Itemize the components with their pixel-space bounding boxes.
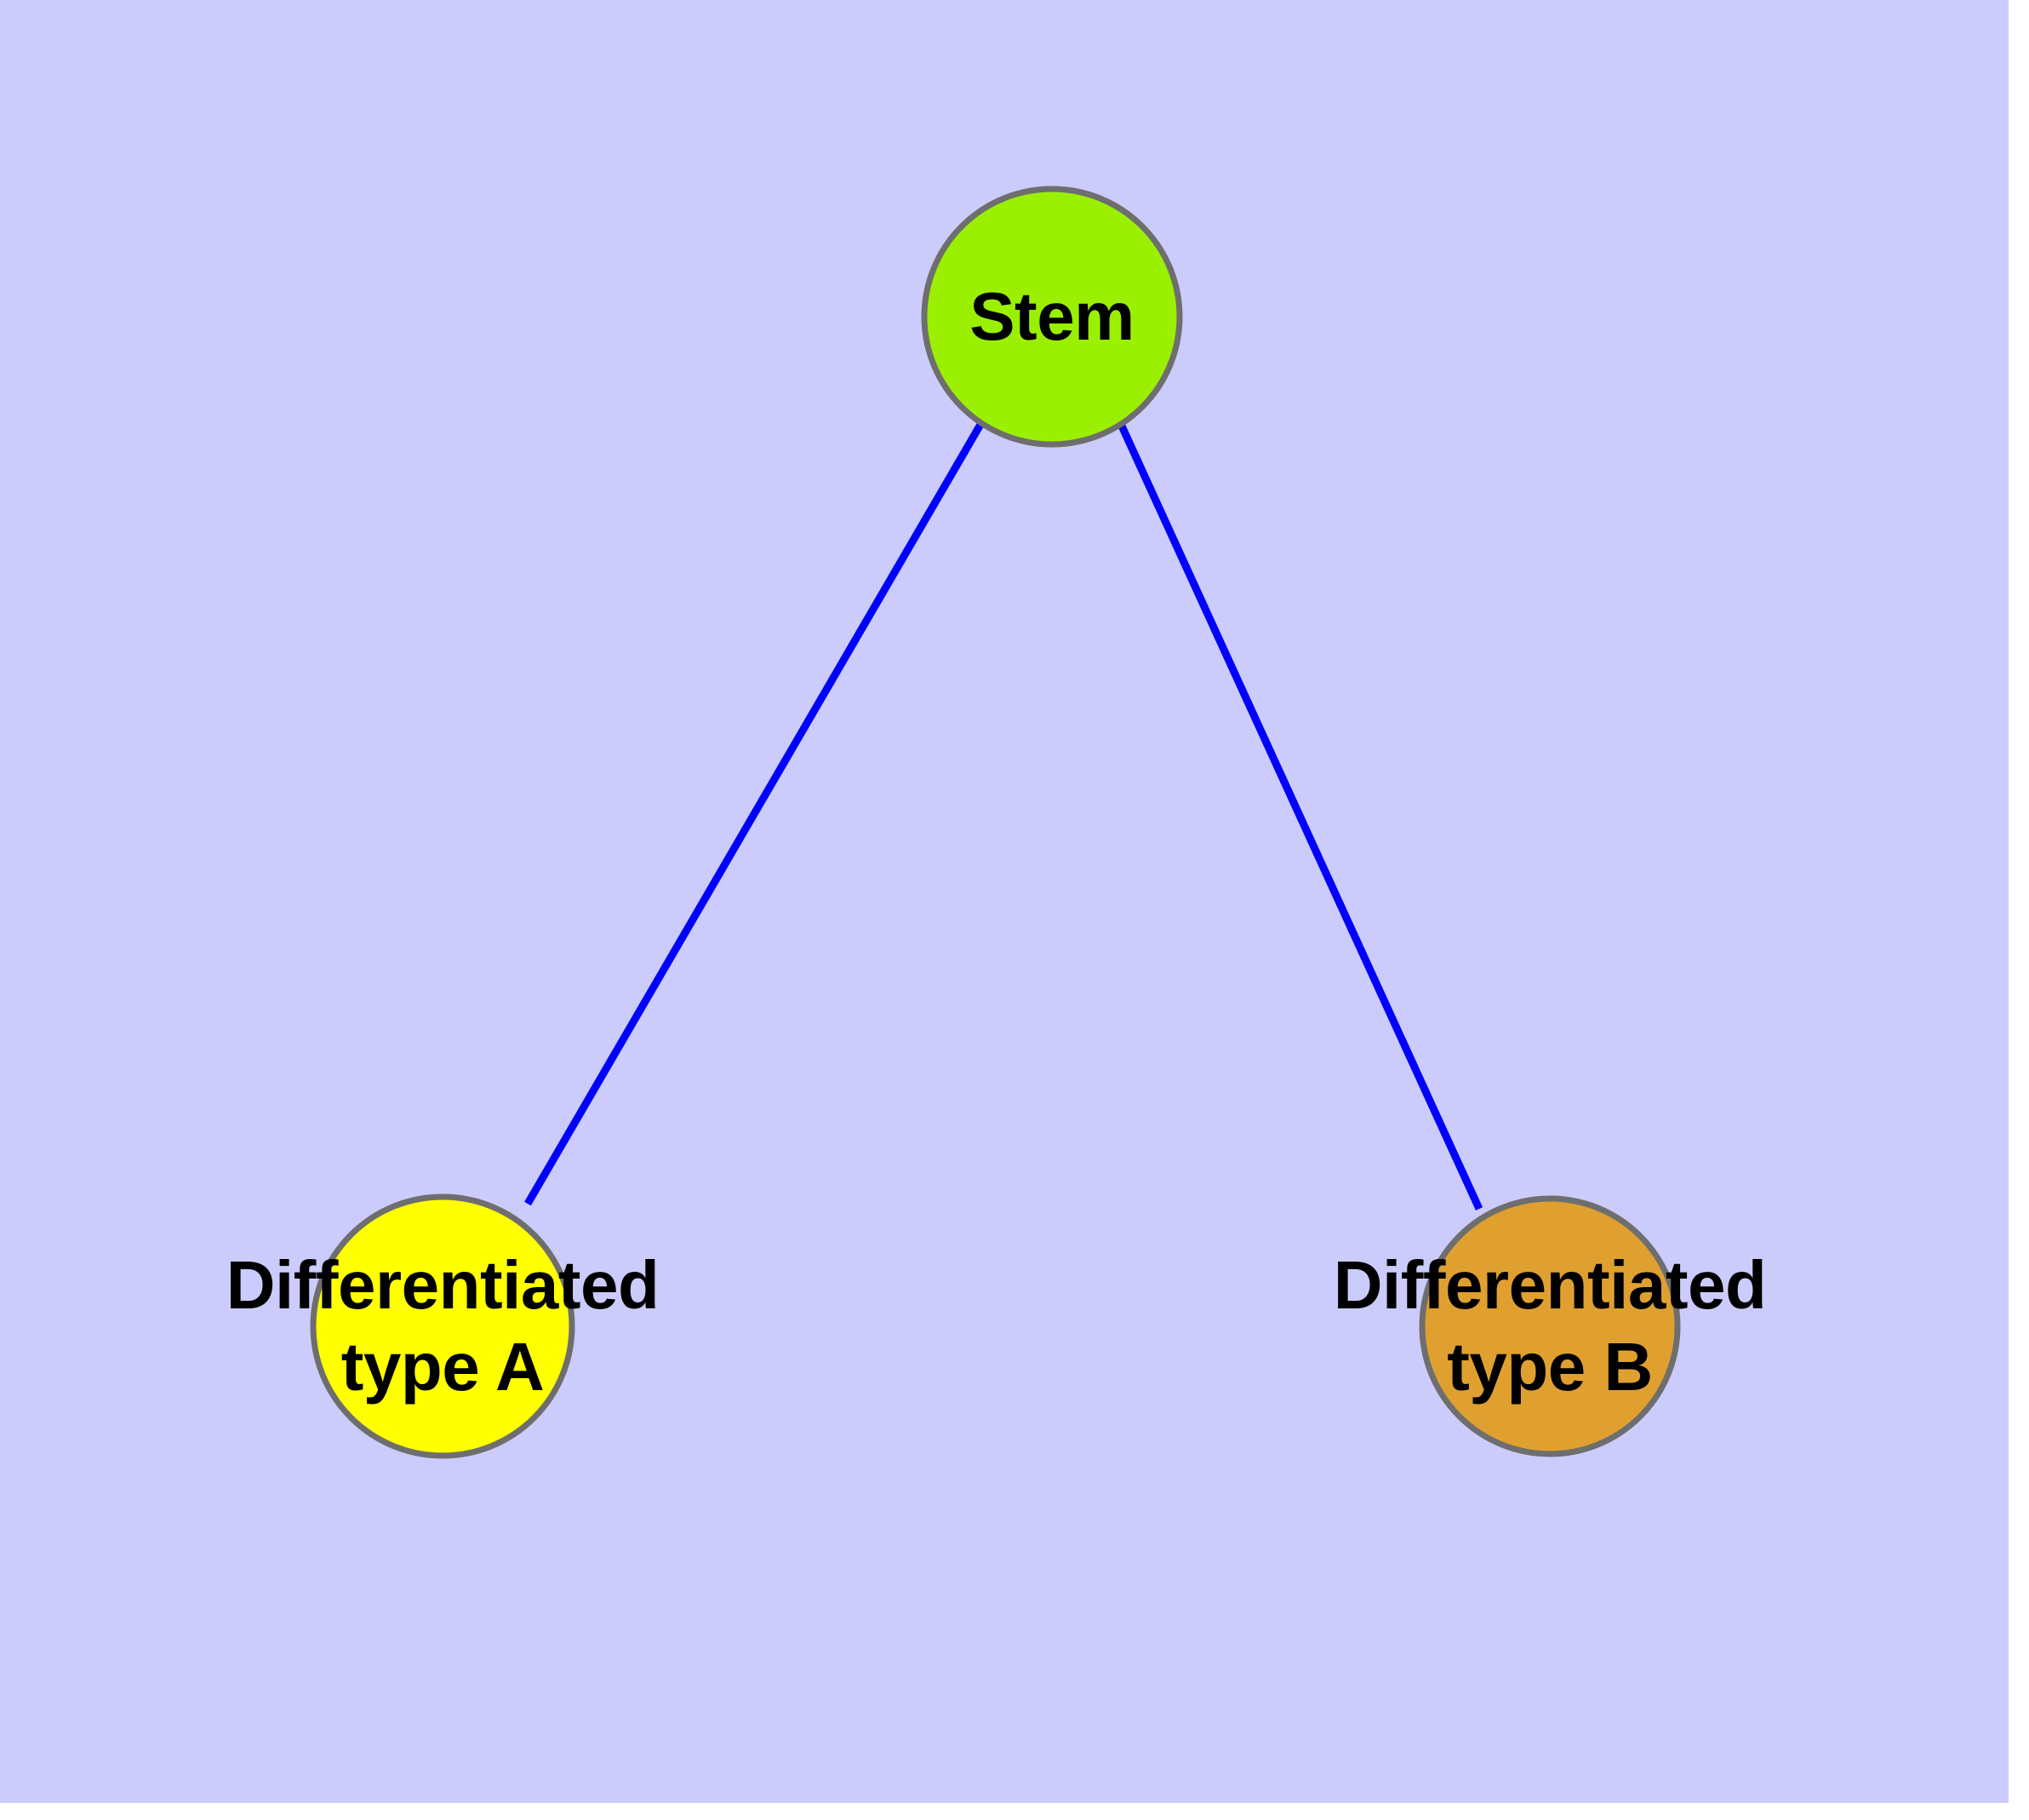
- edge-stem-to-differentiated-a[interactable]: [524, 421, 985, 1206]
- node-stem[interactable]: [921, 186, 1183, 448]
- nodes-group: [310, 186, 1681, 1459]
- node-differentiated-type-b[interactable]: [1419, 1195, 1681, 1457]
- edges-group: [524, 421, 1483, 1210]
- edge-stem-to-differentiated-b[interactable]: [1116, 421, 1483, 1210]
- node-differentiated-type-a[interactable]: [310, 1193, 575, 1459]
